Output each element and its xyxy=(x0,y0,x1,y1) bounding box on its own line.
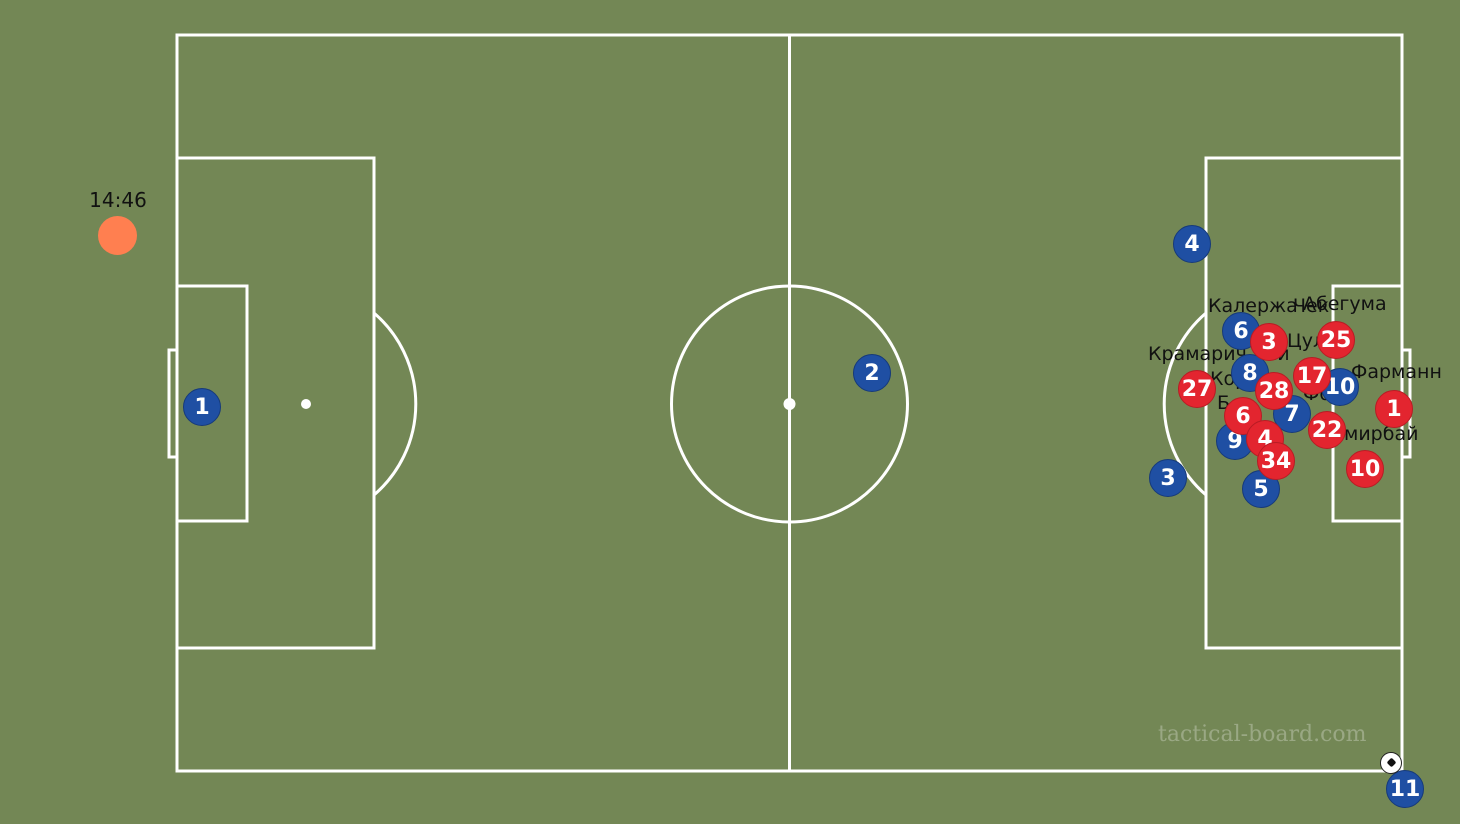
blue-player-token[interactable]: 1 xyxy=(183,388,221,426)
red-player-token[interactable]: 22 xyxy=(1308,411,1346,449)
match-timer: 14:46 xyxy=(89,188,147,212)
right-penalty-arc xyxy=(1162,311,1207,497)
blue-player-token[interactable]: 2 xyxy=(853,354,891,392)
player-name: Чек xyxy=(1293,295,1330,317)
red-player-token[interactable]: 10 xyxy=(1346,450,1384,488)
soccer-ball-icon[interactable] xyxy=(1380,752,1402,774)
timer-marker[interactable] xyxy=(98,216,137,255)
player-name: Крамарич xyxy=(1148,343,1247,365)
red-player-token[interactable]: 25 xyxy=(1317,321,1355,359)
blue-player-token[interactable]: 11 xyxy=(1386,770,1424,808)
watermark: tactical-board.com xyxy=(1158,722,1367,747)
center-spot xyxy=(783,398,796,410)
player-name: Фарманн xyxy=(1351,361,1442,383)
left-penalty-arc xyxy=(373,311,418,497)
center-circle xyxy=(670,284,909,524)
red-player-token[interactable]: 27 xyxy=(1178,370,1216,408)
player-name: мирбай xyxy=(1344,423,1419,445)
player-name: Калержа xyxy=(1208,295,1298,317)
red-player-token[interactable]: 28 xyxy=(1255,372,1293,410)
red-player-token[interactable]: 34 xyxy=(1257,442,1295,480)
left-goal xyxy=(167,348,179,459)
red-player-token[interactable]: 1 xyxy=(1375,390,1413,428)
left-penalty-spot xyxy=(301,399,311,409)
blue-player-token[interactable]: 3 xyxy=(1149,459,1187,497)
blue-player-token[interactable]: 4 xyxy=(1173,225,1211,263)
red-player-token[interactable]: 3 xyxy=(1250,323,1288,361)
red-player-token[interactable]: 17 xyxy=(1293,357,1331,395)
player-name: Абегума xyxy=(1303,293,1387,315)
